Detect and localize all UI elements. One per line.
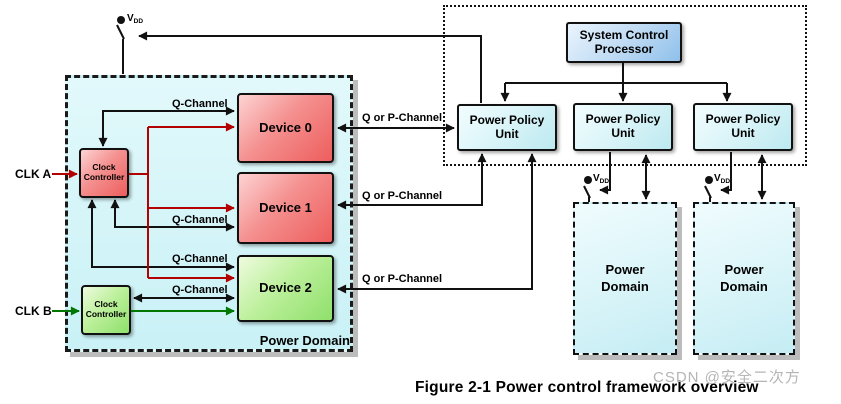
system-control-processor-box: System Control Processor (566, 22, 682, 63)
power-policy-unit-1-box: Power Policy Unit (457, 104, 557, 151)
q-channel-label-device1: Q-Channel (172, 214, 228, 226)
vdd-a-sub: DD (133, 18, 144, 25)
power-domain-b-box: Power Domain (693, 202, 795, 355)
q-channel-label-ccb: Q-Channel (172, 284, 228, 296)
clk-a-label: CLK A (15, 167, 52, 181)
vdd-dot-b (584, 176, 592, 184)
power-policy-unit-2-label: Power Policy Unit (585, 112, 661, 140)
power-policy-unit-3-label: Power Policy Unit (705, 112, 781, 140)
wire-qp-device2-ppu1 (337, 153, 537, 294)
power-policy-unit-2-box: Power Policy Unit (573, 103, 673, 151)
device-2-label: Device 2 (259, 280, 312, 296)
device-2-box: Device 2 (237, 255, 334, 322)
vdd-dot-a (117, 16, 125, 24)
device-1-box: Device 1 (237, 172, 334, 244)
qp-channel-label-device2: Q or P-Channel (362, 273, 443, 285)
device-0-label: Device 0 (259, 119, 312, 135)
vdd-b-base: V (593, 173, 600, 184)
clock-controller-b-box: Clock Controller (81, 285, 131, 335)
main-power-domain-label: Power Domain (259, 333, 350, 348)
vdd-label-a: VDD (127, 13, 143, 25)
q-channel-label-device2: Q-Channel (172, 253, 228, 265)
vdd-b-sub: DD (599, 178, 610, 185)
power-domain-a-label: Power Domain (601, 261, 649, 294)
power-policy-unit-3-box: Power Policy Unit (693, 103, 793, 151)
q-channel-label-device0: Q-Channel (172, 98, 228, 110)
device-1-label: Device 1 (259, 199, 312, 215)
power-domain-a-box: Power Domain (573, 202, 677, 355)
system-control-processor-label: System Control Processor (579, 27, 669, 56)
clock-controller-a-box: Clock Controller (79, 148, 129, 198)
vdd-label-c: VDD (714, 173, 730, 185)
vdd-dot-c (705, 176, 713, 184)
watermark-text: CSDN @安全二次方 (653, 369, 801, 386)
clock-controller-b-label: Clock Controller (85, 299, 127, 319)
vdd-switch-a-blade (116, 24, 125, 40)
clock-controller-a-label: Clock Controller (83, 162, 125, 182)
vdd-a-base: V (127, 13, 134, 24)
figure-caption: Figure 2-1 Power control framework overv… (415, 379, 759, 396)
vdd-label-b: VDD (593, 173, 609, 185)
qp-channel-label-device1: Q or P-Channel (362, 190, 443, 202)
power-policy-unit-1-label: Power Policy Unit (469, 112, 545, 141)
power-domain-b-label: Power Domain (720, 261, 768, 294)
vdd-c-base: V (714, 173, 721, 184)
clk-b-label: CLK B (15, 304, 52, 318)
vdd-switch-b-blade (583, 185, 591, 199)
vdd-c-sub: DD (720, 178, 731, 185)
vdd-switch-c-blade (704, 185, 712, 199)
device-0-box: Device 0 (237, 93, 334, 163)
qp-channel-label-device0: Q or P-Channel (362, 112, 443, 124)
